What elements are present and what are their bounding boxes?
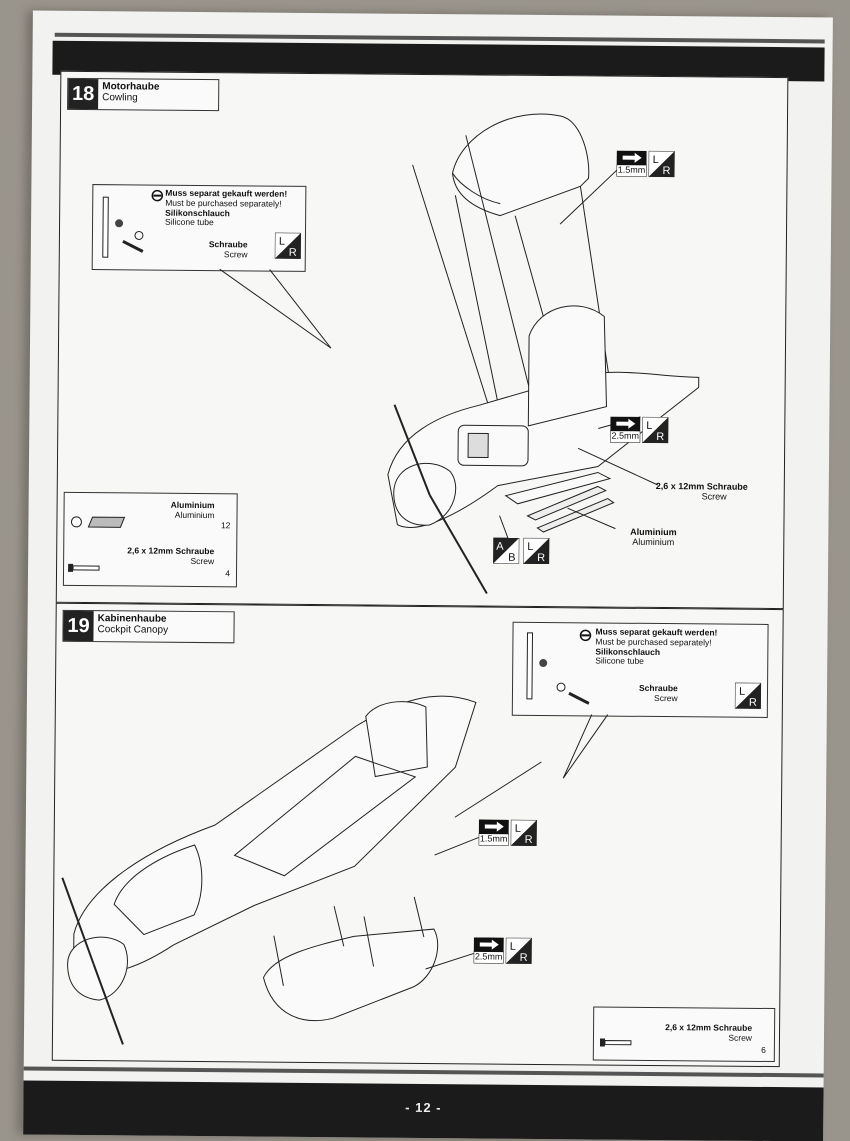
part-name-en: Screw: [728, 1032, 753, 1043]
svg-text:R: R: [525, 834, 533, 846]
left-right-icon: L R: [274, 232, 301, 259]
left-right-icon: L R: [648, 150, 675, 178]
aluminium-label: Aluminium Aluminium: [613, 527, 693, 548]
svg-text:R: R: [662, 165, 670, 177]
drill-callout-top: 1.5mm L R: [478, 819, 539, 850]
a-b-icon: A B: [493, 537, 520, 564]
part-name-en: Screw: [190, 555, 215, 567]
svg-text:L: L: [653, 154, 659, 166]
tube-screw-illustration: [102, 196, 144, 258]
cowling-drawing: [219, 113, 700, 595]
ab-lr-callout: A B L R: [493, 537, 553, 569]
svg-text:L: L: [515, 823, 521, 835]
drill-arrow-icon: [610, 416, 641, 443]
drill-size-label: 1.5mm: [479, 833, 508, 844]
prohibited-icon: [579, 629, 592, 642]
screw-part-icon: [599, 1038, 632, 1047]
left-right-icon: L R: [734, 682, 762, 709]
part-name-de: Aluminium: [170, 499, 215, 511]
part-qty: 4: [225, 568, 231, 579]
svg-text:R: R: [656, 431, 664, 443]
screw-label: 2,6 x 12mm Schraube Screw: [656, 481, 786, 503]
parts-list: Aluminium Aluminium 12 2,6 x 12mm Schrau…: [62, 491, 238, 588]
prohibited-icon: [151, 189, 164, 202]
svg-text:L: L: [279, 236, 285, 248]
screw-label-de: 2,6 x 12mm Schraube: [655, 480, 748, 492]
step-19-panel: 19 Kabinenhaube Cockpit Canopy Muss sepa…: [51, 602, 784, 1068]
aluminium-label-de: Aluminium: [630, 526, 677, 538]
drill-size-label: 2.5mm: [474, 951, 503, 962]
aluminium-label-en: Aluminium: [632, 537, 675, 548]
purchase-callout: Muss separat gekauft werden! Must be pur…: [91, 184, 307, 272]
purchase-callout: Muss separat gekauft werden! Must be pur…: [511, 621, 769, 718]
screw-label-en: Screw: [701, 491, 727, 502]
canopy-drawing: [61, 695, 609, 1045]
left-right-icon: L R: [523, 537, 550, 565]
svg-text:L: L: [646, 420, 652, 432]
drill-callout-top: 1.5mm L R: [616, 150, 676, 182]
svg-text:R: R: [749, 697, 757, 709]
svg-text:R: R: [289, 247, 297, 259]
part-name-en: Aluminium: [174, 509, 215, 521]
part-qty: 6: [761, 1044, 766, 1055]
svg-text:R: R: [520, 952, 528, 964]
tube-screw-illustration: [526, 632, 590, 705]
svg-text:L: L: [739, 686, 745, 698]
footer-rule: [23, 1066, 824, 1078]
ab-left-letter: A: [496, 541, 504, 553]
drill-arrow-icon: [616, 150, 647, 177]
drill-size-label: 1.5mm: [617, 164, 646, 175]
svg-text:L: L: [510, 941, 516, 953]
drill-size-label: 2.5mm: [611, 430, 640, 441]
part-name-de: 2,6 x 12mm Schraube: [127, 545, 215, 557]
drill-callout-mid: 2.5mm L R: [610, 416, 670, 448]
step-18-panel: 18 Motorhaube Cowling Muss separat gekau…: [55, 70, 789, 610]
part-name-de: 2,6 x 12mm Schraube: [665, 1022, 753, 1033]
aluminium-part-icon: [70, 516, 126, 528]
part-qty: 12: [220, 520, 231, 531]
left-right-icon: L R: [510, 819, 537, 846]
instruction-page: 18 Motorhaube Cowling Muss separat gekau…: [23, 10, 833, 1141]
screw-part-icon: [68, 563, 100, 572]
left-right-icon: L R: [642, 416, 669, 444]
left-right-icon: L R: [505, 937, 532, 964]
drill-arrow-icon: [478, 819, 509, 846]
drill-callout-bottom: 2.5mm L R: [473, 937, 534, 968]
ab-right-letter: B: [508, 552, 515, 564]
svg-text:L: L: [527, 541, 533, 553]
svg-text:R: R: [537, 552, 545, 564]
drill-arrow-icon: [473, 937, 504, 964]
parts-list: 2,6 x 12mm Schraube Screw 6: [592, 1006, 776, 1063]
